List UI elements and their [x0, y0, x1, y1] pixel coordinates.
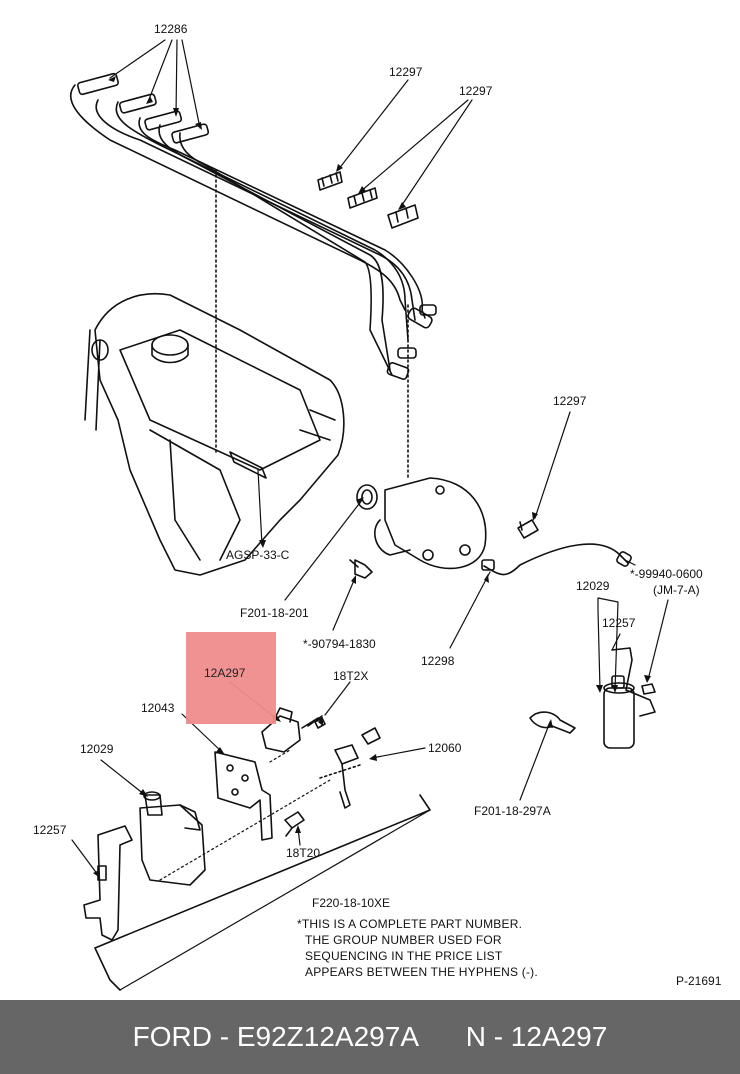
label-99940-0600: *-99940-0600 — [630, 567, 703, 581]
footnote-line: SEQUENCING IN THE PRICE LIST — [305, 949, 503, 963]
label-12297-clip: 12297 — [553, 394, 587, 408]
coil-assembly-left — [83, 791, 206, 941]
label-12043: 12043 — [141, 701, 175, 715]
label-18t2x: 18T2X — [333, 669, 369, 683]
footnote-line: THE GROUP NUMBER USED FOR — [305, 933, 502, 947]
label-90794-1830: *-90794-1830 — [303, 637, 376, 651]
label-12297-separator: 12297 — [389, 65, 423, 79]
bolt-18t20 — [284, 811, 305, 837]
bracket-outline — [94, 794, 431, 991]
label-12297-separators: 12297 — [459, 84, 493, 98]
label-12a297: 12A297 — [204, 666, 246, 680]
label-f220-18-10xe: F220-18-10XE — [312, 896, 391, 910]
footnote-line: *THIS IS A COMPLETE PART NUMBER. — [297, 917, 523, 931]
wire-clip — [517, 519, 539, 539]
leader-lines — [71, 39, 669, 876]
wire-separators — [317, 171, 419, 229]
footnote: *THIS IS A COMPLETE PART NUMBER. THE GRO… — [297, 916, 538, 980]
footer-number: N - 12A297 — [465, 1021, 608, 1052]
spark-plug-wire-set — [69, 72, 437, 381]
label-f201-18-201: F201-18-201 — [240, 606, 309, 620]
footer-brand-part: FORD - E92Z12A297A — [132, 1021, 419, 1052]
harness-clip — [529, 711, 576, 734]
part-number-footer: FORD - E92Z12A297A N - 12A297 — [0, 1000, 740, 1074]
label-12286: 12286 — [154, 22, 188, 36]
distributor — [356, 304, 632, 576]
label-12257-left: 12257 — [33, 823, 67, 837]
connector-12060 — [319, 727, 381, 809]
exploded-parts-diagram — [69, 39, 669, 991]
label-p-21691: P-21691 — [676, 974, 722, 988]
label-12257-right: 12257 — [602, 616, 636, 630]
label-12298: 12298 — [421, 654, 455, 668]
label-18t20: 18T20 — [286, 846, 321, 860]
label-agsp-33-c: AGSP-33-C — [226, 548, 290, 562]
highlight-box — [186, 632, 276, 724]
label-12029-left: 12029 — [80, 742, 114, 756]
label-12060: 12060 — [428, 741, 462, 755]
footnote-line: APPEARS BETWEEN THE HYPHENS (-). — [305, 965, 538, 979]
distributor-bolt — [349, 559, 373, 579]
coil-assembly-right — [603, 647, 656, 749]
module-bracket — [214, 707, 326, 841]
label-jm-7-a: (JM-7-A) — [653, 583, 700, 597]
label-f201-18-297a: F201-18-297A — [474, 804, 551, 818]
label-12029-right: 12029 — [576, 579, 610, 593]
arrow-heads — [93, 76, 651, 878]
engine-block — [84, 169, 345, 576]
